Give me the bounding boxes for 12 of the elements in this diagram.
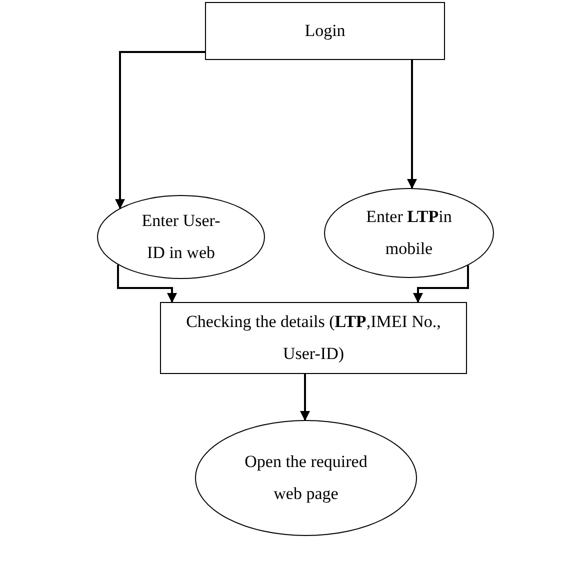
node-label: Open the required web page: [244, 450, 368, 505]
process-box: [160, 302, 467, 374]
node-label: Checking the details (LTP,IMEI No., User-ID): [185, 310, 442, 365]
arrow: [407, 60, 417, 190]
arrow: [413, 265, 469, 303]
process-box: [205, 2, 445, 60]
node-label: Enter User-ID in web: [140, 210, 222, 264]
arrow: [117, 264, 177, 303]
arrow: [115, 51, 205, 210]
node-label: Enter LTPin mobile: [365, 206, 453, 260]
node-label: Login: [304, 20, 346, 42]
arrow: [300, 374, 310, 421]
